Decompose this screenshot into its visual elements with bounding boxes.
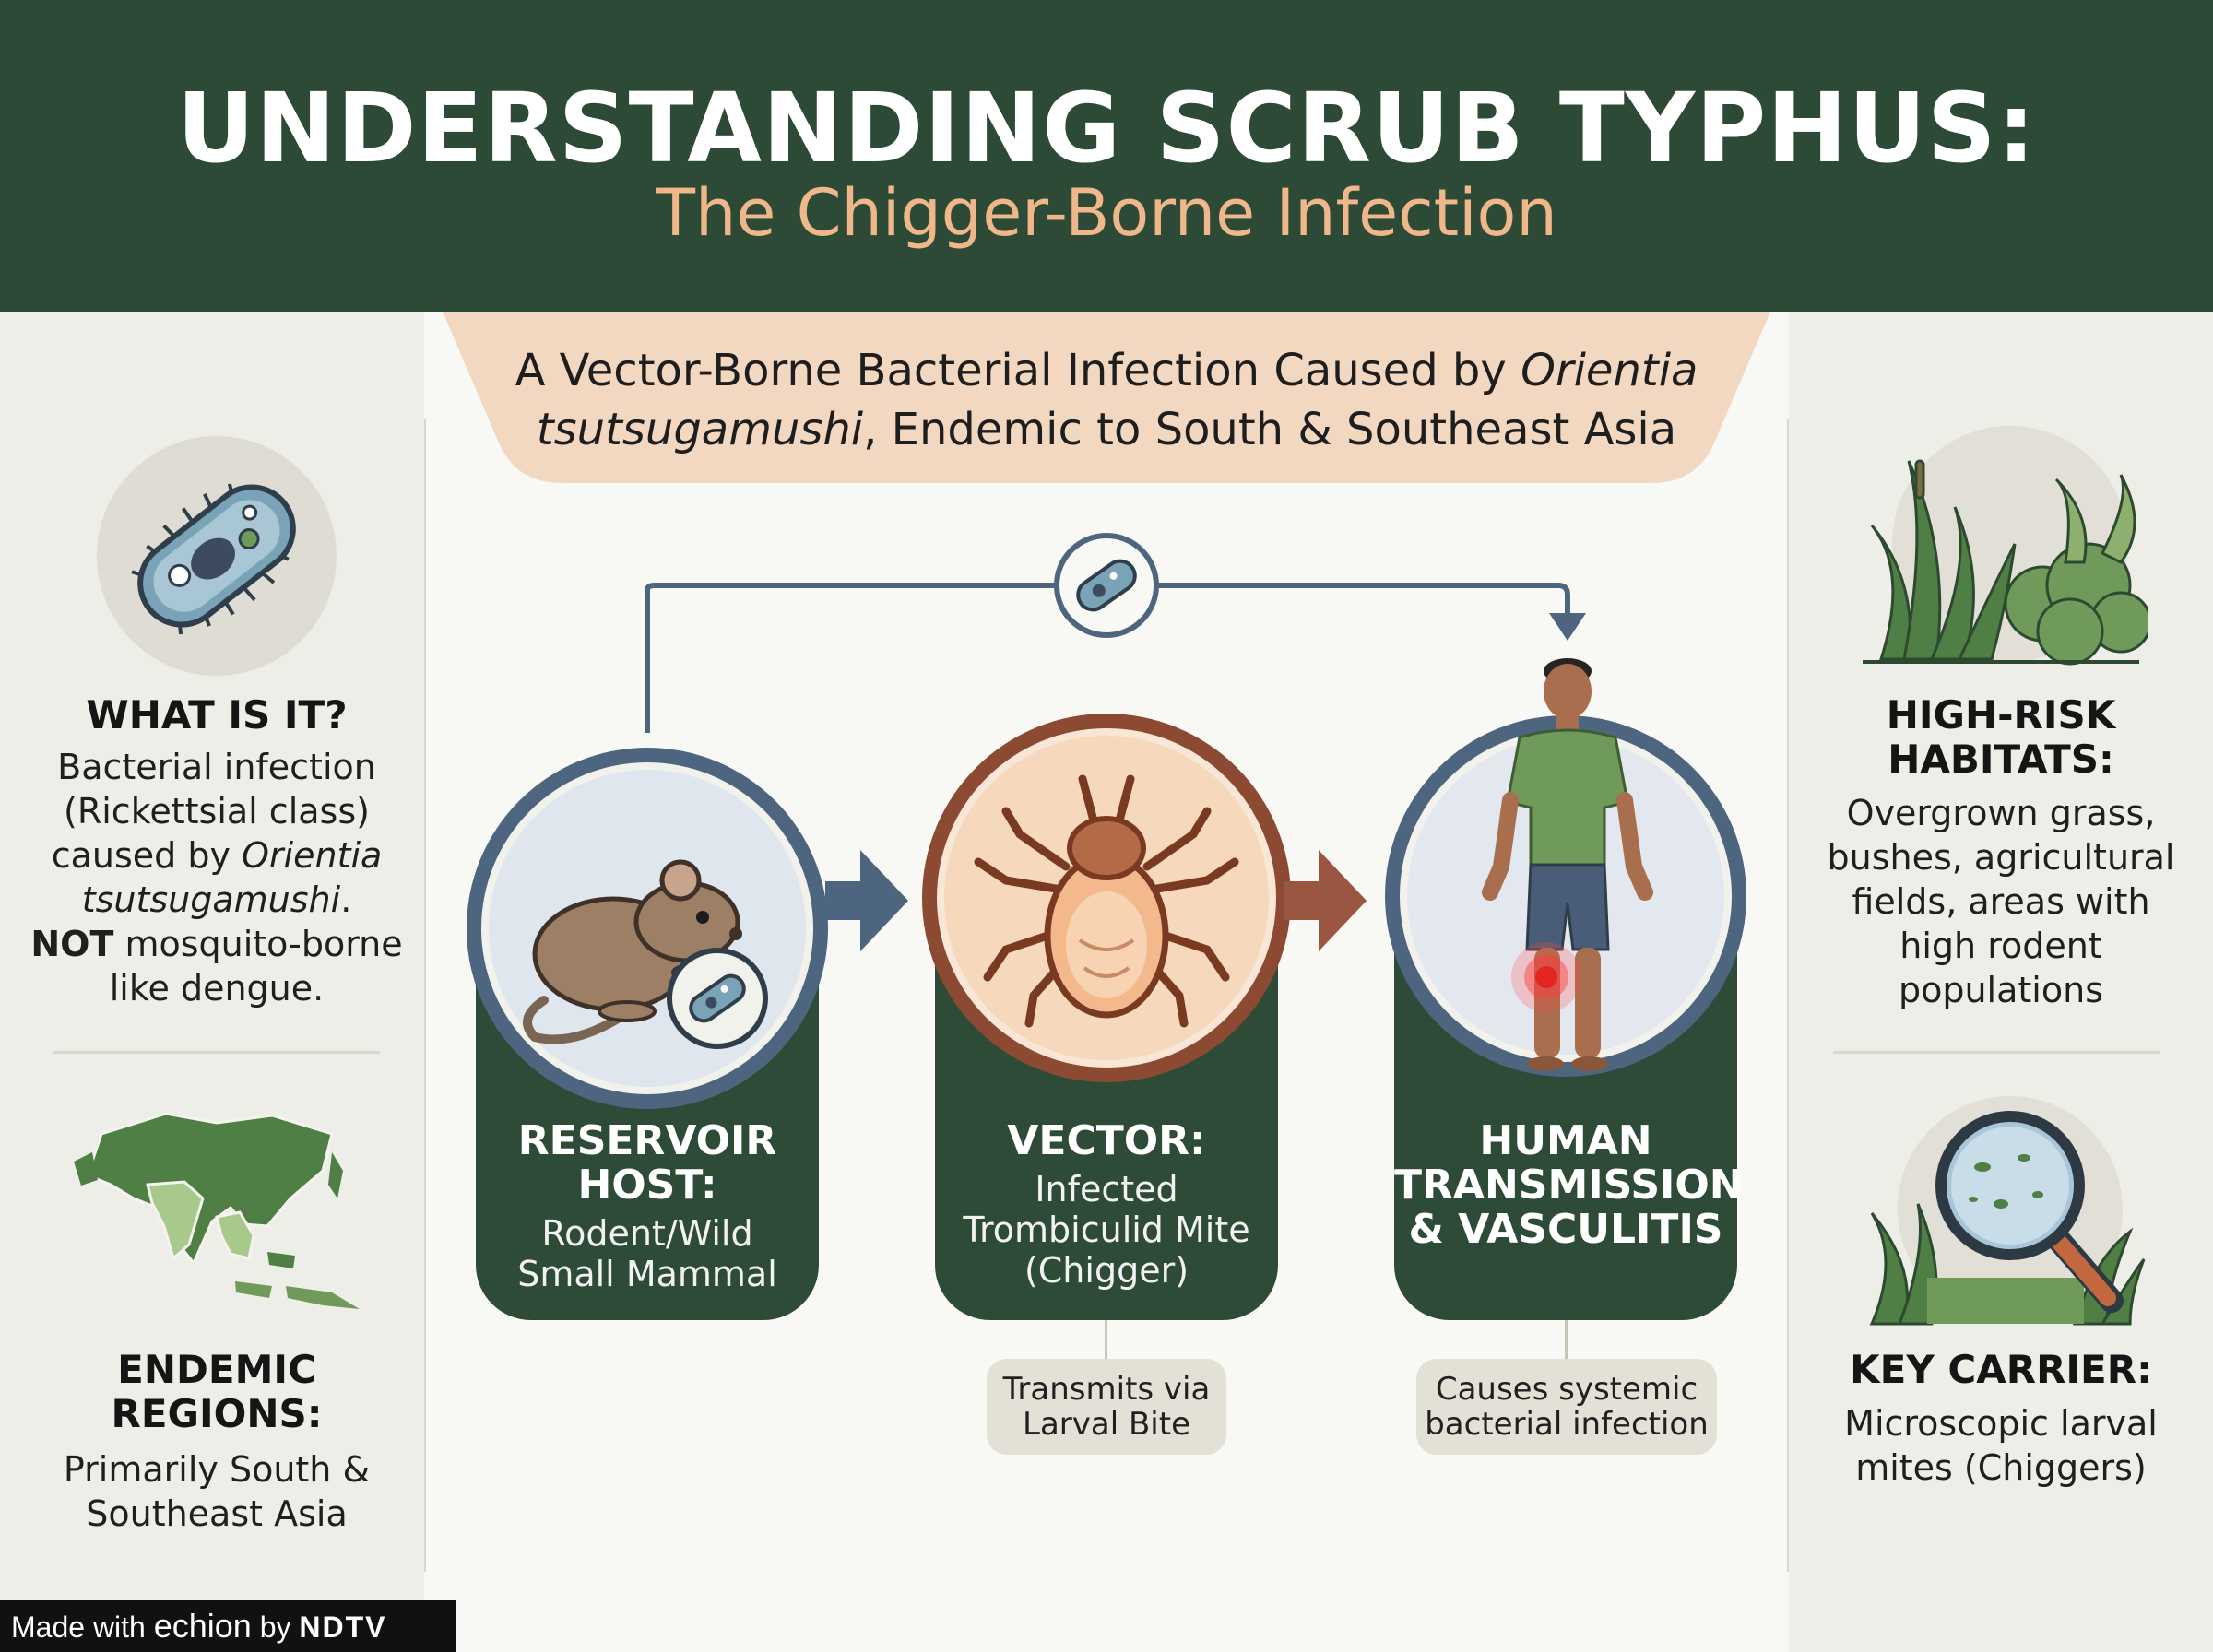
what-is-it-line: like dengue. xyxy=(109,968,325,1009)
left-divider xyxy=(424,419,426,1572)
page-subtitle: The Chigger-Borne Infection xyxy=(656,175,1557,251)
arrow-right-icon xyxy=(1284,850,1367,951)
endemic-line: Primarily South & xyxy=(63,1449,371,1490)
stage-title-line: HUMAN xyxy=(1479,1117,1652,1164)
transmission-connector xyxy=(645,533,1586,733)
header-bar xyxy=(0,0,2213,312)
banner-line1-italic: Orientia xyxy=(1521,345,1698,396)
stage-title-line: & VASCULITIS xyxy=(1408,1206,1723,1253)
stage-title-line: RESERVOIR xyxy=(517,1117,777,1164)
banner-line2-italic: tsutsugamushi xyxy=(536,404,864,455)
made-with-badge[interactable]: Made with echion by NDTV xyxy=(0,1600,456,1652)
stage-sub-line: Small Mammal xyxy=(517,1254,777,1294)
what-is-it-italic: Orientia xyxy=(242,835,383,876)
stage-sub-reservoir: Rodent/Wild Small Mammal xyxy=(476,1213,819,1294)
stage-title-human: HUMAN TRANSMISSION & VASCULITIS xyxy=(1394,1117,1744,1253)
by-text: by xyxy=(251,1611,300,1644)
note-transmits: Transmits via Larval Bite xyxy=(987,1359,1226,1455)
habitats-line: bushes, agricultural xyxy=(1827,837,2175,878)
right-divider xyxy=(1787,419,1789,1572)
stage-sub-line: (Chigger) xyxy=(1024,1250,1189,1291)
asia-map-icon xyxy=(74,1112,360,1309)
carrier-line: Microscopic larval xyxy=(1844,1403,2158,1444)
left-separator xyxy=(53,1051,380,1054)
human-body-icon xyxy=(1482,658,1653,1071)
carrier-heading: KEY CARRIER: xyxy=(1850,1347,2152,1392)
magnifier-grass-icon xyxy=(1869,1096,2146,1326)
stage-title-vector: VECTOR: xyxy=(1007,1117,1206,1164)
habitats-heading: HIGH-RISK HABITATS: xyxy=(1807,693,2195,782)
stage-title-line: HOST: xyxy=(577,1162,717,1209)
carrier-line: mites (Chiggers) xyxy=(1855,1447,2147,1488)
habitats-line: fields, areas with xyxy=(1852,881,2150,922)
banner-line1-text: A Vector-Borne Bacterial Infection Cause… xyxy=(515,345,1521,396)
right-separator xyxy=(1833,1051,2160,1054)
stage-sub-vector: Infected Trombiculid Mite (Chigger) xyxy=(935,1169,1278,1291)
note-connector xyxy=(1565,1320,1568,1359)
endemic-line: Southeast Asia xyxy=(86,1493,348,1534)
bacterium-icon xyxy=(97,436,337,676)
stage-sub-line: Rodent/Wild xyxy=(541,1213,753,1254)
endemic-body: Primarily South & Southeast Asia xyxy=(18,1447,415,1536)
note-line: Causes systemic xyxy=(1435,1371,1698,1408)
habitats-body: Overgrown grass, bushes, agricultural fi… xyxy=(1807,791,2195,1012)
what-is-it-line: mosquito-borne xyxy=(113,924,403,964)
endemic-heading-line: ENDEMIC xyxy=(117,1347,316,1392)
what-is-it-body: Bacterial infection (Rickettsial class) … xyxy=(18,745,415,1010)
banner-line2-text: , Endemic to South & Southeast Asia xyxy=(863,404,1677,455)
note-line: Transmits via xyxy=(1002,1371,1211,1408)
endemic-heading-line: REGIONS: xyxy=(111,1391,323,1436)
note-line: bacterial infection xyxy=(1425,1406,1709,1443)
rodent-icon xyxy=(467,748,828,1109)
grass-bush-icon xyxy=(1863,426,2148,666)
echion-logo: echion xyxy=(153,1607,252,1645)
what-is-it-line: Bacterial infection xyxy=(57,747,376,787)
stage-title-reservoir: RESERVOIR HOST: xyxy=(476,1119,819,1208)
mite-icon xyxy=(922,714,1291,1082)
arrow-right-icon xyxy=(825,850,908,951)
banner-shape xyxy=(443,312,1770,483)
note-connector xyxy=(1105,1320,1107,1359)
habitats-line: populations xyxy=(1898,970,2103,1010)
note-causes: Causes systemic bacterial infection xyxy=(1416,1359,1717,1455)
what-is-it-heading: WHAT IS IT? xyxy=(86,692,348,738)
banner-text: A Vector-Borne Bacterial Infection Cause… xyxy=(498,341,1715,459)
what-is-it-italic: tsutsugamushi xyxy=(81,879,341,920)
what-is-it-bold: NOT xyxy=(30,924,114,964)
note-line: Larval Bite xyxy=(1023,1406,1190,1443)
habitats-heading-line: HIGH-RISK xyxy=(1886,692,2116,738)
stage-sub-line: Infected xyxy=(1035,1169,1178,1210)
stage-sub-line: Trombiculid Mite xyxy=(963,1210,1250,1250)
habitats-line: Overgrown grass, xyxy=(1846,793,2156,833)
what-is-it-line: (Rickettsial class) xyxy=(64,791,370,832)
page-title: UNDERSTANDING SCRUB TYPHUS: xyxy=(176,72,2037,184)
stage-title-line: TRANSMISSION xyxy=(1394,1162,1744,1209)
habitats-heading-line: HABITATS: xyxy=(1888,737,2114,782)
what-is-it-line: caused by xyxy=(51,835,243,876)
habitats-line: high rodent xyxy=(1899,926,2102,966)
carrier-body: Microscopic larval mites (Chiggers) xyxy=(1807,1401,2195,1490)
made-with-text: Made with xyxy=(11,1611,154,1644)
ndtv-logo: NDTV xyxy=(299,1611,387,1644)
what-is-it-line: . xyxy=(340,879,352,920)
endemic-heading: ENDEMIC REGIONS: xyxy=(18,1348,415,1436)
